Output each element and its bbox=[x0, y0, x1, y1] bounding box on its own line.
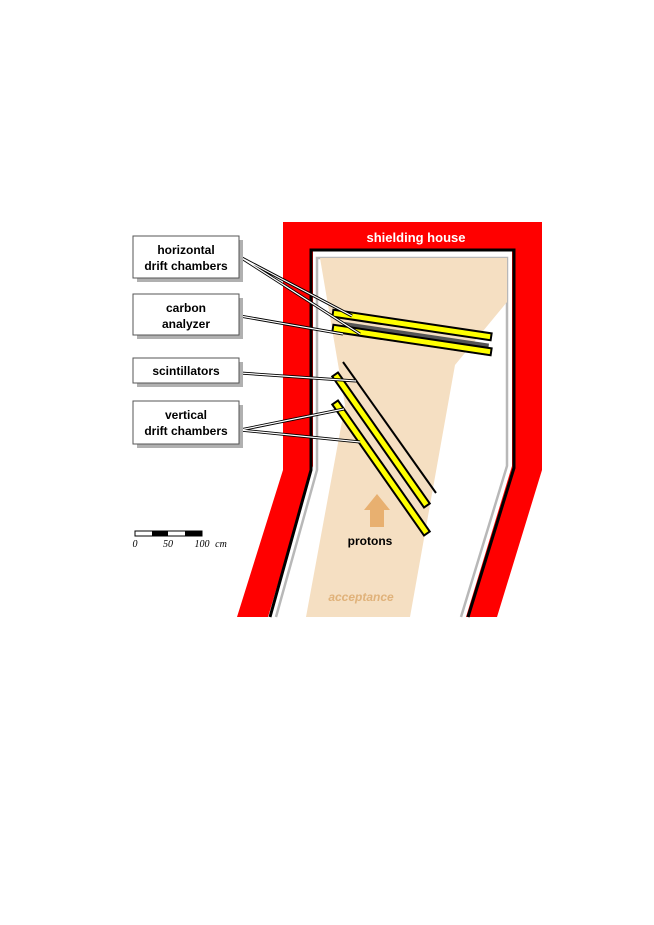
label-scintillators: scintillators bbox=[152, 364, 220, 378]
label-box-carbon-analyzer: carbon analyzer bbox=[132, 293, 243, 339]
scale-tick-0: 0 bbox=[133, 539, 138, 550]
scale-tick-50: 50 bbox=[163, 539, 173, 550]
leader-lines bbox=[239, 255, 361, 444]
horizontal-drift-chamber-2 bbox=[331, 323, 493, 357]
scintillator bbox=[342, 361, 437, 494]
label-horizontal: horizontal bbox=[157, 243, 214, 257]
shielding-inner-outline bbox=[268, 248, 516, 618]
label-box-vertical-drift-chambers: vertical drift chambers bbox=[132, 400, 243, 448]
vertical-drift-chamber-2 bbox=[330, 399, 432, 537]
scale-tick-100: 100 bbox=[195, 539, 210, 550]
horizontal-drift-chamber-1 bbox=[331, 308, 493, 342]
label-analyzer: analyzer bbox=[162, 317, 210, 331]
scale-bar: 0 50 100 cm bbox=[133, 530, 227, 550]
label-box-horizontal-drift-chambers: horizontal drift chambers bbox=[132, 235, 243, 282]
label-drift-chambers-2: drift chambers bbox=[144, 424, 228, 438]
label-carbon: carbon bbox=[166, 301, 206, 315]
label-drift-chambers-1: drift chambers bbox=[144, 259, 228, 273]
label-vertical: vertical bbox=[165, 408, 207, 422]
acceptance-label: acceptance bbox=[328, 590, 394, 604]
protons-label: protons bbox=[348, 534, 393, 548]
shielding-house-title: shielding house bbox=[367, 230, 466, 245]
vertical-drift-chamber-1 bbox=[330, 371, 432, 509]
scale-unit: cm bbox=[215, 539, 227, 550]
proton-arrow-icon bbox=[364, 494, 390, 527]
label-box-scintillators: scintillators bbox=[132, 357, 243, 387]
